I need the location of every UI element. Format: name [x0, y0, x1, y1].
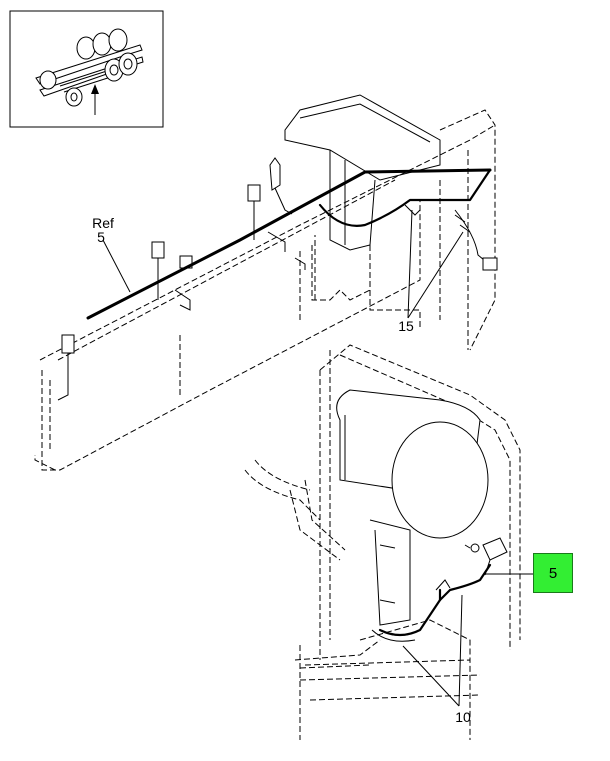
highlighted-callout-label: 5: [548, 564, 558, 582]
ref-number-label: 5: [97, 229, 105, 245]
callout-10-label[interactable]: 10: [455, 709, 471, 725]
highlighted-callout-5[interactable]: 5: [533, 553, 573, 593]
callout-15-label[interactable]: 15: [398, 318, 414, 334]
ref-cable: [86, 168, 498, 320]
frame-rail-upper: [34, 94, 496, 471]
locator-inset: [9, 10, 164, 128]
lower-assembly: [244, 344, 521, 740]
ref-word-label: Ref: [92, 215, 114, 231]
